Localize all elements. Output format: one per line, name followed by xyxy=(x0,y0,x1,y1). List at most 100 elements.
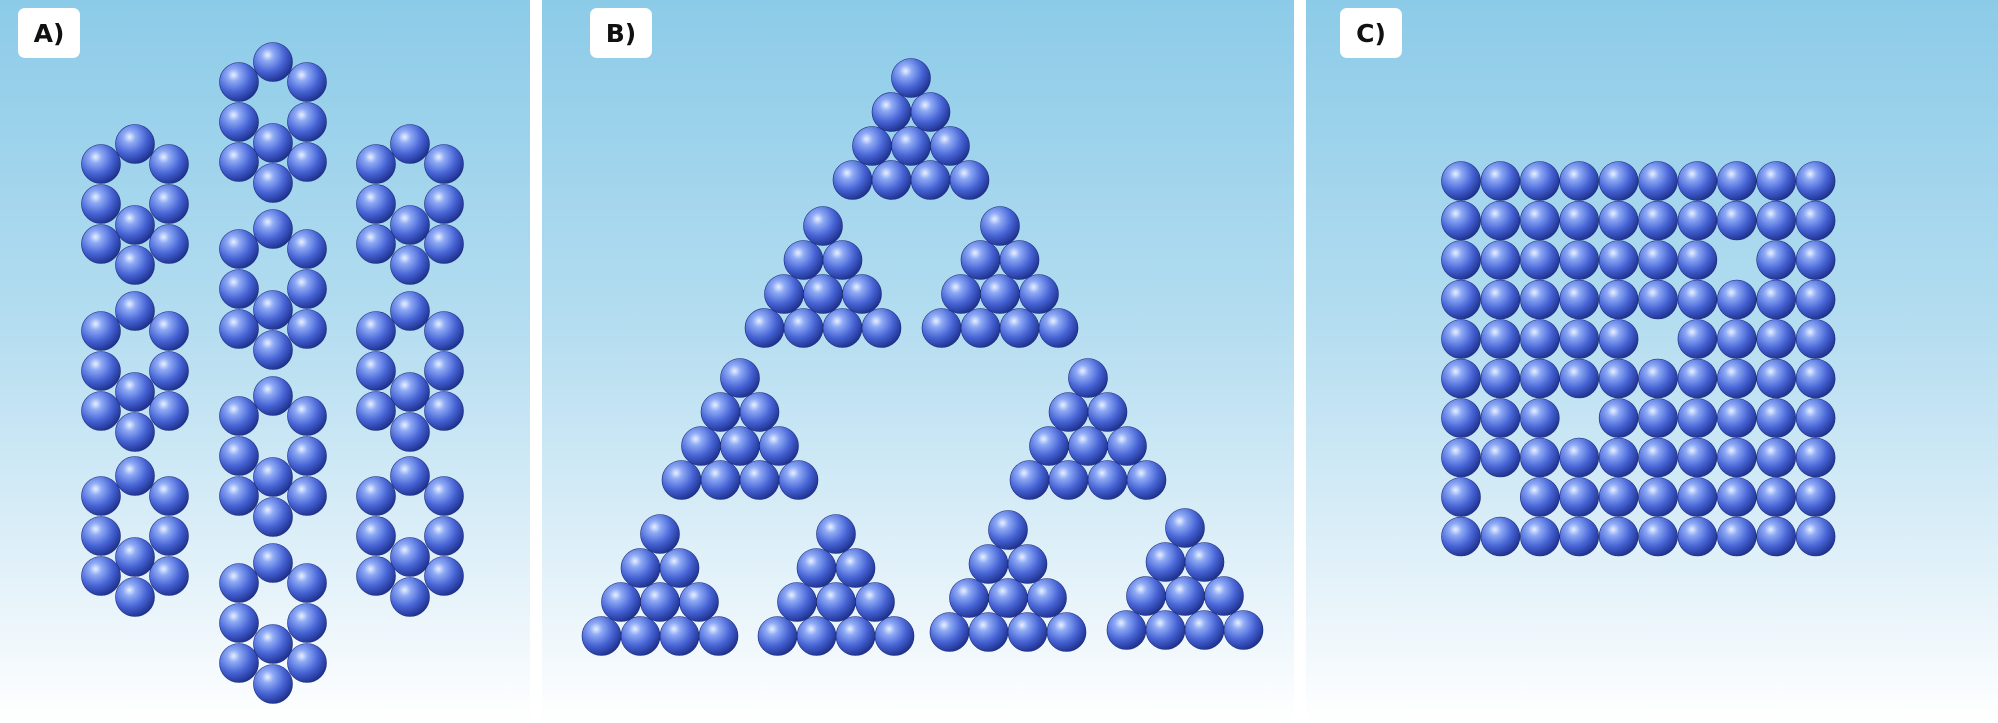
panel-b-sphere xyxy=(1007,544,1048,584)
panel-a-sphere xyxy=(356,311,396,351)
panel-a-sphere xyxy=(149,391,189,431)
panel-a-sphere xyxy=(219,643,259,683)
panel-b-sphere xyxy=(1165,508,1205,548)
panel-c-sphere xyxy=(1559,200,1599,241)
panel-c-sphere xyxy=(1598,200,1639,241)
panel-b-sphere xyxy=(700,460,741,500)
panel-a-sphere xyxy=(287,309,327,349)
panel-a-sphere xyxy=(356,476,396,516)
panel-a-sphere xyxy=(115,412,155,452)
panel-c-sphere xyxy=(1480,437,1521,478)
panel-a-sphere xyxy=(219,396,259,436)
panel-a-sphere xyxy=(253,376,293,416)
panel-a-sphere xyxy=(253,163,293,203)
panel-a-sphere xyxy=(253,123,293,163)
panel-a-sphere xyxy=(253,457,293,497)
panel-b-sphere xyxy=(891,58,931,98)
panel-c-sphere xyxy=(1756,161,1796,201)
panel-c-sphere xyxy=(1559,279,1599,320)
panel-c-sphere xyxy=(1717,319,1757,359)
panel-b-sphere xyxy=(659,548,700,588)
panel-b-sphere xyxy=(822,240,863,280)
panel-c-sphere xyxy=(1598,358,1639,399)
panel-a-sphere xyxy=(219,603,259,643)
panel-b-sphere xyxy=(832,160,873,200)
panel-a-sphere xyxy=(149,516,189,556)
panel-b-sphere xyxy=(1106,610,1147,650)
panel-c-sphere xyxy=(1638,200,1678,241)
panel-b-sphere xyxy=(1087,392,1128,432)
panel-c-sphere xyxy=(1795,437,1836,478)
panel-a-sphere xyxy=(219,229,259,269)
panel-b-sphere xyxy=(679,582,719,622)
panel-c-sphere xyxy=(1717,477,1757,517)
panel-a-sphere xyxy=(424,224,464,264)
panel-c-sphere xyxy=(1559,240,1599,280)
panel-b-sphere xyxy=(640,582,680,622)
panel-a-sphere xyxy=(390,412,430,452)
panel-a-sphere xyxy=(253,497,293,537)
panel-c-sphere xyxy=(1795,319,1836,359)
panel-b-sphere xyxy=(930,126,970,166)
panel-c-sphere xyxy=(1520,437,1560,478)
panel-c-sphere xyxy=(1756,398,1796,438)
panel-c-sphere xyxy=(1677,437,1718,478)
panel-c-sphere xyxy=(1677,200,1718,241)
panel-c-sphere xyxy=(1756,437,1796,478)
panel-b-sphere xyxy=(803,274,843,314)
panel-b-sphere xyxy=(796,616,837,656)
panel-b-sphere xyxy=(1046,612,1087,652)
panel-a-sphere xyxy=(219,269,259,309)
panel-a-sphere xyxy=(219,309,259,349)
panel-a-sphere xyxy=(390,205,430,245)
panel-c-sphere xyxy=(1677,279,1718,320)
panel-a-sphere xyxy=(390,245,430,285)
panel-b-sphere xyxy=(757,616,798,656)
panel-b-sphere xyxy=(980,206,1020,246)
panel-c-sphere xyxy=(1638,437,1678,478)
panel-b-sphere xyxy=(1048,460,1089,500)
panel-b-sphere xyxy=(835,616,876,656)
panel-b-sphere xyxy=(816,582,856,622)
panel-c-sphere xyxy=(1520,319,1560,359)
panel-a-sphere xyxy=(356,224,396,264)
panel-a-sphere xyxy=(287,269,327,309)
panel-a-sphere xyxy=(219,142,259,182)
panel-c-sphere xyxy=(1441,240,1481,280)
panel-a-sphere xyxy=(149,224,189,264)
panel-b-sphere xyxy=(941,274,981,314)
panel-c-label: C) xyxy=(1340,8,1402,58)
panel-b-sphere xyxy=(796,548,837,588)
panel-c-sphere xyxy=(1795,279,1836,320)
panel-a-sphere xyxy=(81,224,121,264)
panel-a-sphere xyxy=(115,245,155,285)
panel-c-sphere xyxy=(1717,358,1757,399)
panel-c-sphere xyxy=(1559,161,1599,201)
panel-b-sphere xyxy=(778,460,819,500)
panel-b-sphere xyxy=(910,160,951,200)
panel-a-sphere xyxy=(390,537,430,577)
panel-c-sphere xyxy=(1795,477,1836,517)
panel-b-sphere xyxy=(744,308,785,348)
panel-a-sphere xyxy=(390,124,430,164)
panel-b-sphere xyxy=(1048,392,1089,432)
panel-b-sphere xyxy=(960,308,1001,348)
panel-a-sphere xyxy=(424,351,464,391)
panel-b-sphere xyxy=(659,616,700,656)
panel-a-sphere xyxy=(424,516,464,556)
panel-c-sphere xyxy=(1717,279,1757,320)
panel-c-sphere xyxy=(1756,358,1796,399)
panel-b-sphere xyxy=(822,308,863,348)
panel-a-sphere xyxy=(115,456,155,496)
panel-c-sphere xyxy=(1520,358,1560,399)
panel-a-sphere xyxy=(149,476,189,516)
panel-b-sphere xyxy=(783,240,824,280)
panel-a-sphere xyxy=(115,372,155,412)
panel-c-sphere xyxy=(1598,437,1639,478)
panel-b-sphere xyxy=(1009,460,1050,500)
panel-b-sphere xyxy=(988,578,1028,618)
panel-b-sphere xyxy=(581,616,622,656)
panel-b-sphere xyxy=(759,426,799,466)
panel-c-sphere xyxy=(1480,240,1521,280)
panel-a-sphere xyxy=(390,291,430,331)
